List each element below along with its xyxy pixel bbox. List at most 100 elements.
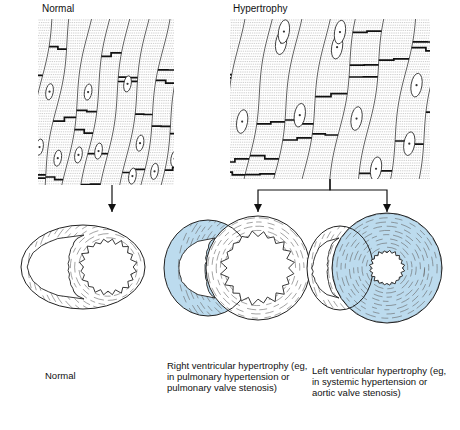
intercalated-disc <box>230 74 231 78</box>
intercalated-disc <box>152 125 171 127</box>
ventricle-wall <box>21 225 145 309</box>
nucleolus <box>131 175 133 177</box>
cell-border <box>100 19 132 185</box>
intercalated-disc <box>250 156 279 159</box>
cell-border <box>160 19 174 185</box>
nucleolus <box>139 142 141 144</box>
cell-border <box>61 19 93 185</box>
intercalated-disc <box>81 183 101 185</box>
intercalated-disc <box>230 172 245 175</box>
nucleus <box>94 142 104 159</box>
nucleolus <box>77 154 79 156</box>
cell-border <box>272 19 303 179</box>
nucleolus <box>38 146 40 148</box>
nucleolus <box>375 168 377 170</box>
cross-section-illustration <box>18 212 150 327</box>
heart-cross-section: Left ventricular hypertrophy (eg, in sys… <box>305 212 455 401</box>
intercalated-disc <box>170 132 174 134</box>
nucleus <box>349 106 363 131</box>
cross-section-illustration <box>305 212 455 327</box>
arrow-connector <box>330 179 387 212</box>
nucleus <box>53 150 63 167</box>
nucleus <box>293 103 307 128</box>
section-caption: Right ventricular hypertrophy (eg, in pu… <box>167 360 308 394</box>
intercalated-disc <box>312 134 338 135</box>
nucleolus <box>339 31 341 33</box>
nucleolus <box>87 91 89 93</box>
striations <box>230 20 430 179</box>
nucleolus <box>408 143 410 145</box>
nucleus <box>409 72 423 97</box>
panel-label: Hypertrophy <box>233 3 373 15</box>
nucleus <box>74 146 84 163</box>
intercalated-disc <box>101 53 121 57</box>
right-ventricle-cavity <box>27 235 84 299</box>
cell-border <box>140 19 171 185</box>
nucleus <box>135 135 145 152</box>
intercalated-disc <box>245 173 275 175</box>
cell-border <box>230 19 246 179</box>
epicardium-outline <box>206 216 310 320</box>
intercalated-disc <box>353 31 382 32</box>
myocyte-illustration <box>230 19 430 179</box>
intercalated-disc <box>413 41 430 43</box>
myocyte-group <box>38 19 174 185</box>
intercalated-disc <box>257 122 285 124</box>
intercalated-disc <box>350 64 379 66</box>
intercalated-disc <box>379 59 409 60</box>
cell-border <box>301 19 332 179</box>
nucleus <box>150 163 160 180</box>
nucleus <box>369 156 383 179</box>
intercalated-disc <box>283 138 312 140</box>
intercalated-disc <box>38 72 43 75</box>
ventricle-wall <box>206 216 310 320</box>
intercalated-disc <box>75 130 93 134</box>
heart-cross-section: Normal <box>18 212 150 384</box>
nucleolus <box>415 84 417 86</box>
intercalated-disc <box>158 69 174 71</box>
nucleolus <box>48 91 50 93</box>
nucleolus <box>126 83 128 85</box>
myocyte-panel: Hypertrophy <box>230 3 430 179</box>
nucleolus <box>355 117 357 119</box>
right-ventricle-cavity <box>179 238 215 298</box>
nucleus <box>127 168 137 185</box>
nucleus <box>235 109 249 134</box>
intercalated-disc <box>49 47 67 49</box>
intercalated-disc <box>230 159 249 162</box>
nucleus <box>45 83 55 100</box>
intercalated-disc <box>230 74 232 76</box>
intercalated-disc <box>46 177 63 180</box>
nucleolus <box>57 157 59 159</box>
section-caption: Left ventricular hypertrophy (eg, in sys… <box>312 365 452 399</box>
cell-border <box>389 19 416 179</box>
intercalated-disc <box>315 94 347 97</box>
myocyte-illustration <box>38 19 174 185</box>
nucleus <box>170 150 174 167</box>
intercalated-disc <box>77 110 97 111</box>
myocyte-panel: Normal <box>38 3 174 185</box>
intercalated-disc <box>135 113 152 115</box>
left-ventricle-cavity <box>221 231 295 305</box>
nucleus <box>333 19 347 44</box>
intercalated-disc <box>156 80 174 83</box>
nucleolus <box>299 114 301 116</box>
panel-label: Normal <box>42 3 152 15</box>
nucleolus <box>283 31 285 33</box>
left-ventricle-cavity <box>369 250 404 285</box>
right-ventricle-cavity <box>312 238 339 298</box>
nucleolus <box>241 120 243 122</box>
nucleus <box>230 38 231 63</box>
intercalated-disc <box>412 48 430 51</box>
intercalated-disc <box>426 111 430 113</box>
intercalated-disc <box>53 117 76 121</box>
nucleolus <box>153 170 155 172</box>
epicardium-outline <box>21 225 145 309</box>
arrow-connector <box>111 185 112 212</box>
arrow-connector <box>258 179 330 212</box>
nucleolus <box>97 150 99 152</box>
nucleus <box>123 75 133 92</box>
myocyte-group <box>230 19 430 179</box>
nucleolus <box>174 158 175 160</box>
